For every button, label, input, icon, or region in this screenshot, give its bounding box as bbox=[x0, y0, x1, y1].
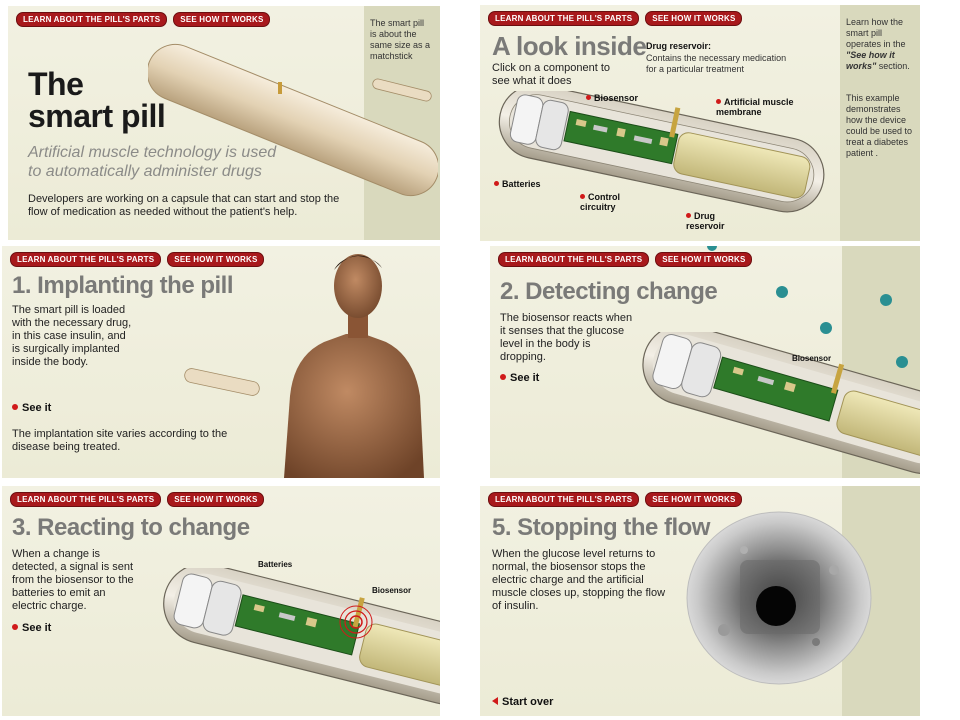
bullet-icon bbox=[494, 181, 499, 186]
tab-bar: LEARN ABOUT THE PILL'S PARTS SEE HOW IT … bbox=[498, 252, 753, 267]
pill-cutaway-diagram bbox=[163, 568, 440, 705]
tab-how-it-works[interactable]: SEE HOW IT WORKS bbox=[167, 492, 265, 507]
tab-learn-parts[interactable]: LEARN ABOUT THE PILL'S PARTS bbox=[488, 492, 640, 507]
tab-learn-parts[interactable]: LEARN ABOUT THE PILL'S PARTS bbox=[10, 492, 162, 507]
bullet-icon bbox=[12, 624, 18, 630]
bullet-icon bbox=[12, 404, 18, 410]
panel-smart-pill: LEARN ABOUT THE PILL'S PARTS SEE HOW IT … bbox=[8, 6, 440, 240]
label-text: Batteries bbox=[502, 179, 541, 189]
page-title: 3. Reacting to change bbox=[12, 514, 250, 541]
body-text: The biosensor reacts when it senses that… bbox=[500, 312, 633, 363]
tab-how-it-works[interactable]: SEE HOW IT WORKS bbox=[645, 492, 743, 507]
pill-illustration bbox=[184, 368, 260, 396]
side-note: Learn how the smart pill operates in the… bbox=[846, 17, 914, 72]
note-text: The implantation site varies according t… bbox=[12, 428, 228, 453]
pill-cutaway-diagram[interactable] bbox=[490, 91, 830, 241]
tab-how-it-works[interactable]: SEE HOW IT WORKS bbox=[173, 12, 271, 27]
label-biosensor: Biosensor bbox=[792, 354, 832, 363]
sidebar-panel bbox=[364, 6, 440, 240]
start-over-text: Start over bbox=[502, 696, 554, 708]
back-arrow-icon bbox=[492, 697, 498, 705]
see-it-text: See it bbox=[22, 622, 52, 634]
intro-text: Developers are working on a capsule that… bbox=[28, 193, 340, 218]
side-note-link: "See how it works" bbox=[846, 50, 895, 71]
see-it-link[interactable]: See it bbox=[12, 622, 51, 634]
muscle-membrane-microscope-image bbox=[686, 511, 872, 685]
panel-stopping: LEARN ABOUT THE PILL'S PARTS SEE HOW IT … bbox=[480, 486, 920, 716]
see-it-link[interactable]: See it bbox=[12, 402, 51, 414]
title-line-1: The bbox=[28, 66, 84, 102]
tab-learn-parts[interactable]: LEARN ABOUT THE PILL'S PARTS bbox=[16, 12, 168, 27]
panel-detecting: LEARN ABOUT THE PILL'S PARTS SEE HOW IT … bbox=[490, 246, 920, 478]
bullet-icon bbox=[586, 95, 591, 100]
tab-bar: LEARN ABOUT THE PILL'S PARTS SEE HOW IT … bbox=[488, 11, 743, 26]
page-title: 1. Implanting the pill bbox=[12, 272, 234, 299]
side-note-example: This example demonstrates how the device… bbox=[846, 93, 913, 158]
bullet-icon bbox=[716, 99, 721, 104]
panel-implanting: LEARN ABOUT THE PILL'S PARTS SEE HOW IT … bbox=[2, 246, 440, 478]
panel-look-inside: LEARN ABOUT THE PILL'S PARTS SEE HOW IT … bbox=[480, 5, 920, 241]
page-title: 2. Detecting change bbox=[500, 278, 718, 305]
label-text: Biosensor bbox=[594, 93, 639, 103]
tab-bar: LEARN ABOUT THE PILL'S PARTS SEE HOW IT … bbox=[10, 492, 265, 507]
label-biosensor[interactable]: Biosensor bbox=[586, 93, 638, 103]
side-note-c: section. bbox=[876, 61, 910, 71]
label-text: Control circuitry bbox=[580, 192, 620, 212]
label-control-circuitry[interactable]: Control circuitry bbox=[580, 192, 636, 212]
pill-large-illustration bbox=[148, 43, 438, 197]
body-text: The smart pill is loaded with the necess… bbox=[12, 304, 132, 368]
pill-cutaway-diagram bbox=[642, 332, 920, 475]
subtitle: Artificial muscle technology is used to … bbox=[28, 144, 277, 180]
bullet-icon bbox=[500, 374, 506, 380]
glucose-molecules bbox=[707, 246, 908, 368]
tab-how-it-works[interactable]: SEE HOW IT WORKS bbox=[655, 252, 753, 267]
bullet-icon bbox=[686, 213, 691, 218]
tab-learn-parts[interactable]: LEARN ABOUT THE PILL'S PARTS bbox=[10, 252, 162, 267]
tab-learn-parts[interactable]: LEARN ABOUT THE PILL'S PARTS bbox=[488, 11, 640, 26]
label-muscle-membrane[interactable]: Artificial muscle membrane bbox=[716, 97, 796, 117]
label-batteries: Batteries bbox=[258, 560, 293, 569]
sidebar-panel bbox=[840, 5, 920, 241]
tab-how-it-works[interactable]: SEE HOW IT WORKS bbox=[645, 11, 743, 26]
tab-bar: LEARN ABOUT THE PILL'S PARTS SEE HOW IT … bbox=[488, 492, 743, 507]
pill-small-illustration bbox=[372, 78, 432, 102]
tab-learn-parts[interactable]: LEARN ABOUT THE PILL'S PARTS bbox=[498, 252, 650, 267]
panel-reacting: LEARN ABOUT THE PILL'S PARTS SEE HOW IT … bbox=[2, 486, 440, 716]
tab-bar: LEARN ABOUT THE PILL'S PARTS SEE HOW IT … bbox=[10, 252, 265, 267]
see-it-text: See it bbox=[22, 402, 52, 414]
label-drug-reservoir[interactable]: Drug reservoir bbox=[686, 211, 742, 231]
see-it-text: See it bbox=[510, 372, 540, 384]
label-text: Artificial muscle membrane bbox=[716, 97, 794, 117]
label-biosensor: Biosensor bbox=[372, 586, 412, 595]
body-text: When the glucose level returns to normal… bbox=[492, 548, 666, 612]
tab-how-it-works[interactable]: SEE HOW IT WORKS bbox=[167, 252, 265, 267]
side-note: The smart pill is about the same size as… bbox=[370, 18, 431, 61]
label-text: Drug reservoir bbox=[686, 211, 725, 231]
signal-rings-icon bbox=[339, 605, 373, 639]
human-torso-illustration bbox=[284, 254, 424, 478]
page-title: A look inside bbox=[492, 31, 647, 61]
info-title: Drug reservoir: bbox=[646, 41, 712, 51]
instruction-text: Click on a component to see what it does bbox=[492, 62, 611, 87]
body-text: When a change is detected, a signal is s… bbox=[12, 548, 134, 612]
title-line-2: smart pill bbox=[28, 98, 166, 134]
page-title: 5. Stopping the flow bbox=[492, 514, 710, 541]
info-body: Contains the necessary medication for a … bbox=[646, 53, 787, 74]
tab-bar: LEARN ABOUT THE PILL'S PARTS SEE HOW IT … bbox=[16, 12, 271, 27]
see-it-link[interactable]: See it bbox=[500, 372, 539, 384]
label-batteries[interactable]: Batteries bbox=[494, 179, 541, 189]
start-over-link[interactable]: Start over bbox=[492, 696, 553, 708]
bullet-icon bbox=[580, 194, 585, 199]
side-note-a: Learn how the smart pill operates in the bbox=[846, 17, 906, 49]
